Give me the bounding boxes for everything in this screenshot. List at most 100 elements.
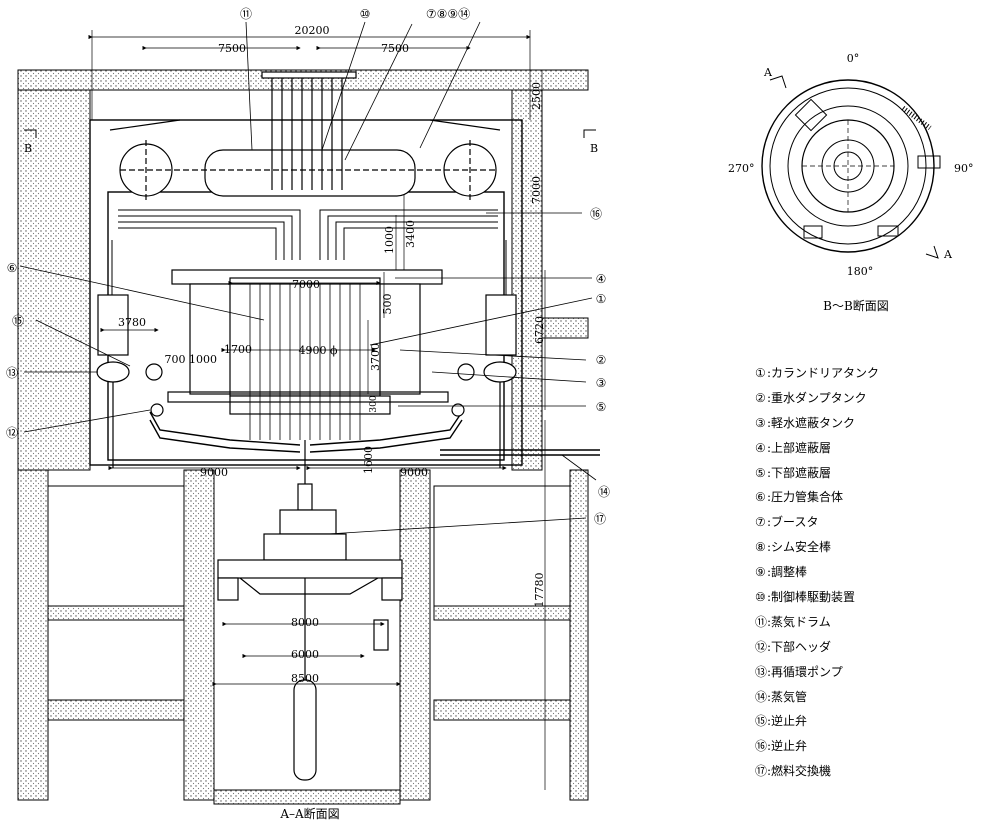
legend-item: ⑤:下部遮蔽層 — [755, 466, 995, 491]
legend-mark: ② — [755, 390, 766, 405]
legend-item: ④:上部遮蔽層 — [755, 441, 995, 466]
legend-text: :再循環ポンプ — [767, 664, 843, 679]
legend-list: ①:カランドリアタンク ②:重水ダンプタンク ③:軽水遮蔽タンク ④:上部遮蔽層… — [755, 366, 995, 789]
legend-mark: ④ — [755, 440, 766, 455]
section-mark-a-bottom: A — [943, 248, 953, 261]
legend-mark: ⑪ — [755, 614, 768, 629]
callout-7-8-9-14: ⑦⑧⑨⑭ — [426, 7, 470, 21]
dim-left-half: 7500 — [218, 42, 246, 55]
legend-text: :蒸気管 — [767, 689, 808, 704]
callout-2: ② — [596, 353, 607, 367]
section-bb-caption: B～B断面図 — [823, 298, 889, 313]
calandria — [167, 269, 449, 415]
legend-mark: ⑦ — [755, 515, 766, 530]
legend-text: :制御棒駆動装置 — [767, 590, 856, 605]
angle-0: 0° — [847, 52, 860, 65]
legend-text: :ブースタ — [767, 515, 819, 530]
dim-8500: 8500 — [291, 672, 319, 685]
legend-mark: ⑧ — [755, 540, 766, 555]
piping — [111, 209, 507, 300]
legend-mark: ⑨ — [755, 565, 766, 580]
dim-7000-width: 7000 — [292, 278, 320, 291]
legend-item: ①:カランドリアタンク — [755, 366, 995, 391]
dim-700: 700 — [165, 353, 186, 366]
dim-8000: 8000 — [291, 616, 319, 629]
legend-mark: ⑯ — [755, 739, 768, 754]
legend-mark: ⑩ — [755, 590, 766, 605]
dim-right-9000: 9000 — [400, 466, 428, 479]
section-mark-a-top: A — [763, 66, 773, 79]
dim-diameter: 4900 ϕ — [299, 344, 338, 357]
pressure-tubes — [249, 284, 361, 440]
legend-item: ②:重水ダンプタンク — [755, 391, 995, 416]
section-bb-labels: 0° 90° 180° 270° A A — [728, 52, 974, 278]
dim-1700: 1700 — [224, 343, 252, 356]
legend-item: ⑰:燃料交換機 — [755, 764, 995, 789]
legend-text: :重水ダンプタンク — [767, 390, 867, 405]
dim-3400: 3400 — [404, 220, 417, 248]
section-marks-b: B B — [24, 129, 598, 155]
dim-total-width: 20200 — [295, 24, 330, 37]
legend-mark: ⑤ — [755, 465, 766, 480]
callout-14: ⑭ — [598, 485, 610, 499]
dim-7000-vertical: 7000 — [530, 176, 543, 204]
legend-mark: ⑰ — [755, 764, 768, 779]
lower-headers — [149, 411, 600, 456]
callout-16: ⑯ — [590, 207, 602, 221]
callout-17: ⑰ — [594, 512, 606, 526]
dim-500: 500 — [381, 294, 394, 315]
legend-text: :調整棒 — [767, 565, 808, 580]
dim-1000-b: 1000 — [189, 353, 217, 366]
legend-text: :逆止弁 — [767, 739, 808, 754]
legend-text: :逆止弁 — [767, 714, 808, 729]
legend-item: ③:軽水遮蔽タンク — [755, 416, 995, 441]
legend-item: ⑪:蒸気ドラム — [755, 615, 995, 640]
legend-mark: ⑬ — [755, 664, 768, 679]
legend-item: ⑭:蒸気管 — [755, 690, 995, 715]
callout-10: ⑩ — [360, 7, 371, 21]
legend-item: ⑬:再循環ポンプ — [755, 665, 995, 690]
angle-180: 180° — [847, 265, 874, 278]
legend-mark: ⑥ — [755, 490, 766, 505]
angle-270: 270° — [728, 162, 755, 175]
section-aa-caption: A–A断面図 — [279, 806, 339, 821]
legend-item: ⑫:下部ヘッダ — [755, 640, 995, 665]
legend-text: :下部ヘッダ — [767, 639, 832, 654]
dim-left-9000: 9000 — [200, 466, 228, 479]
dim-3780: 3780 — [118, 316, 146, 329]
callout-3: ③ — [596, 376, 607, 390]
section-mark-b-left: B — [24, 142, 32, 155]
control-rod-drives — [261, 71, 357, 190]
dimension-lines — [88, 30, 546, 790]
legend-item: ⑧:シム安全棒 — [755, 540, 995, 565]
dim-right-half: 7500 — [381, 42, 409, 55]
dimension-texts: 20200 7500 7500 2500 7000 1000 3400 7000… — [118, 24, 546, 685]
section-mark-b-right: B — [590, 142, 598, 155]
legend-item: ⑮:逆止弁 — [755, 714, 995, 739]
legend-text: :圧力管集合体 — [767, 490, 844, 505]
dim-1000: 1000 — [383, 226, 396, 254]
callout-4: ④ — [596, 272, 607, 286]
legend-text: :下部遮蔽層 — [767, 465, 832, 480]
legend-mark: ⑮ — [755, 714, 768, 729]
legend-text: :燃料交換機 — [767, 764, 832, 779]
concrete-structure — [17, 69, 589, 805]
callout-1: ① — [596, 292, 607, 306]
legend-mark: ⑭ — [755, 689, 768, 704]
legend-item: ⑦:ブースタ — [755, 515, 995, 540]
section-bb-diagram — [761, 75, 941, 259]
callout-6: ⑥ — [7, 261, 18, 275]
dim-300: 300 — [369, 395, 379, 412]
fuel-handling-machine — [217, 440, 403, 781]
legend-item: ⑩:制御棒駆動装置 — [755, 590, 995, 615]
legend-mark: ⑫ — [755, 639, 768, 654]
dim-6000: 6000 — [291, 648, 319, 661]
legend-text: :上部遮蔽層 — [767, 440, 832, 455]
dim-1600: 1600 — [362, 446, 375, 474]
legend-mark: ③ — [755, 415, 766, 430]
legend-text: :シム安全棒 — [767, 540, 832, 555]
dim-17780: 17780 — [533, 573, 546, 608]
legend-text: :蒸気ドラム — [767, 614, 831, 629]
legend-item: ⑯:逆止弁 — [755, 739, 995, 764]
